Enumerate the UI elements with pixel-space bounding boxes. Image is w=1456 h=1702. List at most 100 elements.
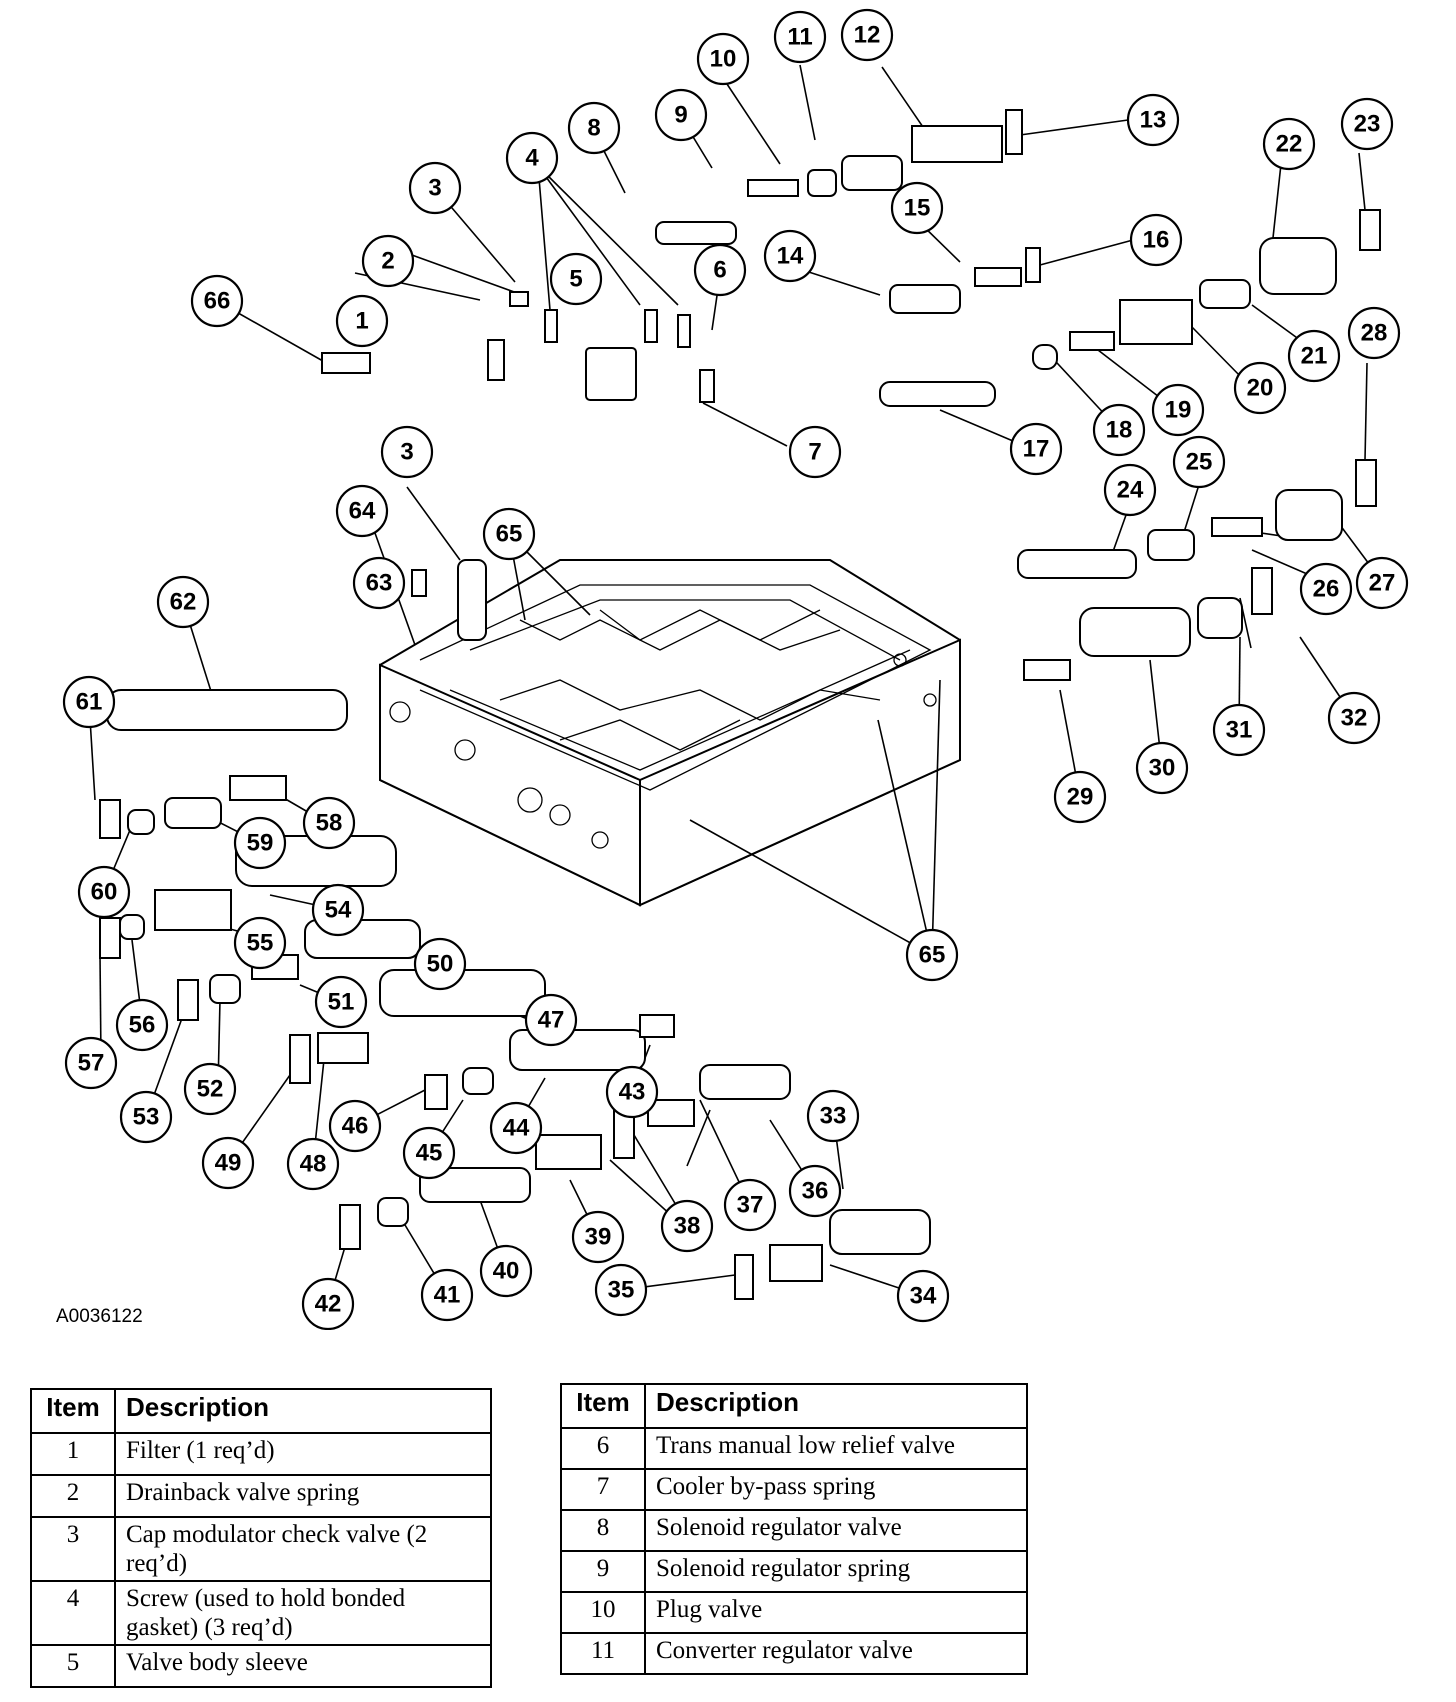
svg-text:59: 59 bbox=[247, 830, 274, 857]
svg-text:50: 50 bbox=[427, 951, 454, 978]
callout-5: 5 bbox=[549, 252, 603, 306]
header-description: Description bbox=[644, 1383, 1028, 1429]
svg-text:21: 21 bbox=[1301, 343, 1328, 370]
callout-46: 46 bbox=[328, 1099, 382, 1153]
converter-spring bbox=[911, 125, 1003, 163]
table-row: 3 Cap modulator check valve (2 req’d) bbox=[30, 1516, 492, 1582]
svg-text:47: 47 bbox=[538, 1007, 565, 1034]
table-header-row: Item Description bbox=[30, 1388, 492, 1434]
callout-36: 36 bbox=[788, 1164, 842, 1218]
callout-39: 39 bbox=[571, 1210, 625, 1264]
callout-22: 22 bbox=[1262, 117, 1316, 171]
callout-35: 35 bbox=[594, 1263, 648, 1317]
callout-66: 66 bbox=[190, 274, 244, 328]
svg-text:61: 61 bbox=[76, 689, 103, 716]
retainer-35 bbox=[734, 1254, 754, 1300]
callout-57: 57 bbox=[64, 1036, 118, 1090]
svg-text:46: 46 bbox=[342, 1113, 369, 1140]
svg-text:11: 11 bbox=[787, 24, 812, 51]
callout-55: 55 bbox=[233, 916, 287, 970]
item-description: Screw (used to hold bonded gasket) (3 re… bbox=[114, 1580, 492, 1646]
svg-text:55: 55 bbox=[247, 930, 274, 957]
svg-text:3: 3 bbox=[428, 175, 441, 202]
callout-29: 29 bbox=[1053, 770, 1107, 824]
plug-41 bbox=[377, 1197, 409, 1227]
valve-24 bbox=[1017, 549, 1137, 579]
item-table-left: Item Description 1 Filter (1 req’d) 2 Dr… bbox=[30, 1388, 492, 1688]
table-row: 1 Filter (1 req’d) bbox=[30, 1432, 492, 1476]
callout-47: 47 bbox=[524, 993, 578, 1047]
svg-text:40: 40 bbox=[493, 1258, 520, 1285]
svg-text:43: 43 bbox=[619, 1079, 646, 1106]
callout-65: 65 bbox=[482, 507, 536, 561]
clip-61 bbox=[99, 799, 121, 839]
svg-text:2: 2 bbox=[381, 248, 394, 275]
spring-58 bbox=[229, 775, 287, 801]
retainer-13 bbox=[1005, 109, 1023, 155]
svg-text:65: 65 bbox=[496, 521, 523, 548]
spring-26 bbox=[1211, 517, 1263, 537]
item-description: Trans manual low relief valve bbox=[644, 1427, 1028, 1470]
svg-text:12: 12 bbox=[854, 22, 881, 49]
pin-63 bbox=[411, 569, 427, 597]
item-number: 11 bbox=[560, 1632, 646, 1675]
callout-24: 24 bbox=[1103, 463, 1157, 517]
svg-text:4: 4 bbox=[525, 145, 539, 172]
callout-48: 48 bbox=[286, 1137, 340, 1191]
item-number: 7 bbox=[560, 1468, 646, 1511]
valve-body-block bbox=[379, 559, 961, 907]
valve-14 bbox=[889, 284, 961, 314]
sleeve-27 bbox=[1275, 489, 1343, 541]
table-row: 4 Screw (used to hold bonded gasket) (3 … bbox=[30, 1580, 492, 1646]
item-number: 10 bbox=[560, 1591, 646, 1634]
svg-text:13: 13 bbox=[1140, 107, 1167, 134]
svg-text:18: 18 bbox=[1106, 417, 1133, 444]
svg-text:65: 65 bbox=[919, 942, 946, 969]
table-header-row: Item Description bbox=[560, 1383, 1028, 1429]
part-18 bbox=[1032, 344, 1058, 370]
valve-62 bbox=[106, 689, 348, 731]
callout-21: 21 bbox=[1287, 329, 1341, 383]
item-number: 3 bbox=[30, 1516, 116, 1582]
svg-text:48: 48 bbox=[300, 1151, 327, 1178]
screw-part-c bbox=[677, 314, 691, 348]
valve-40 bbox=[419, 1167, 531, 1203]
callout-61: 61 bbox=[62, 675, 116, 729]
valve-body-sleeve bbox=[585, 347, 637, 401]
filter-part bbox=[321, 352, 371, 374]
sleeve-22 bbox=[1259, 237, 1337, 295]
callout-25: 25 bbox=[1172, 435, 1226, 489]
svg-text:45: 45 bbox=[416, 1140, 443, 1167]
callout-1: 1 bbox=[335, 294, 389, 348]
item-description: Solenoid regulator valve bbox=[644, 1509, 1028, 1552]
svg-text:53: 53 bbox=[133, 1104, 160, 1131]
plug-31 bbox=[1197, 597, 1243, 639]
table-row: 10 Plug valve bbox=[560, 1591, 1028, 1634]
drainback-spring bbox=[487, 339, 505, 381]
svg-text:19: 19 bbox=[1165, 397, 1192, 424]
svg-text:16: 16 bbox=[1143, 227, 1170, 254]
callout-65b: 65 bbox=[905, 928, 959, 982]
item-description: Drainback valve spring bbox=[114, 1474, 492, 1518]
callout-40: 40 bbox=[479, 1244, 533, 1298]
svg-text:5: 5 bbox=[569, 266, 582, 293]
svg-text:23: 23 bbox=[1354, 111, 1381, 138]
spring-37 bbox=[647, 1099, 695, 1127]
clip-23 bbox=[1359, 209, 1381, 251]
spring-15 bbox=[974, 267, 1022, 287]
item-description: Cooler by-pass spring bbox=[644, 1468, 1028, 1511]
table-row: 7 Cooler by-pass spring bbox=[560, 1468, 1028, 1511]
callout-10: 10 bbox=[696, 32, 750, 86]
svg-text:15: 15 bbox=[904, 195, 931, 222]
callout-37: 37 bbox=[723, 1178, 777, 1232]
svg-text:51: 51 bbox=[328, 989, 355, 1016]
leader-lines bbox=[88, 64, 1382, 1305]
svg-text:24: 24 bbox=[1117, 477, 1144, 504]
clip-46 bbox=[424, 1074, 448, 1110]
cooler-spring bbox=[699, 369, 715, 403]
spring-55 bbox=[154, 889, 232, 931]
svg-text:34: 34 bbox=[910, 1283, 937, 1310]
svg-text:27: 27 bbox=[1369, 570, 1396, 597]
callout-63: 63 bbox=[352, 556, 406, 610]
table-row: 8 Solenoid regulator valve bbox=[560, 1509, 1028, 1552]
